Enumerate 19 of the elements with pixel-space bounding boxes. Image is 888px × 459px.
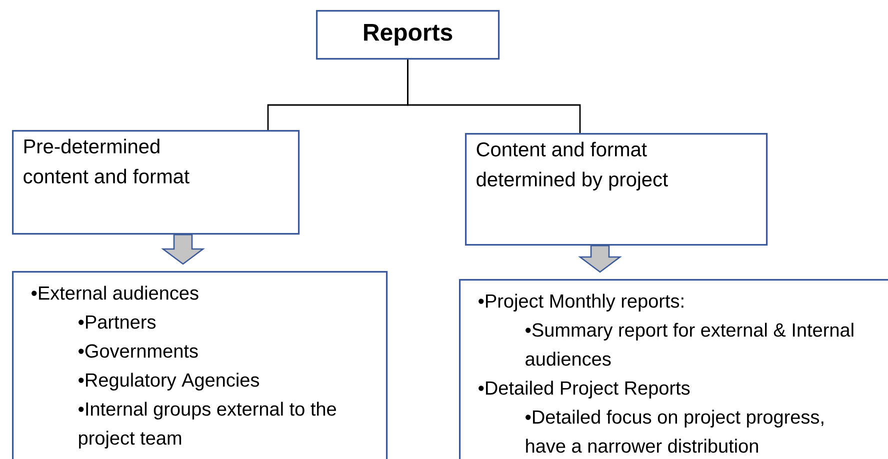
list-item: •Governments (78, 344, 198, 358)
category-box (465, 133, 768, 246)
list-item: •Detailed Project Reports (478, 380, 690, 398)
list-item: •Partners (78, 316, 156, 329)
title-box: Reports (316, 10, 500, 60)
list-item: •Regulatory Agencies (78, 372, 260, 390)
list-item: •Summary report for external & Internal audiences (526, 322, 854, 366)
list-item: •Internal groups external to the project team (78, 402, 336, 448)
category-label: Content and format determined by project (476, 142, 668, 190)
block-arrow (578, 244, 622, 273)
list-box (459, 279, 888, 459)
list-box (12, 271, 388, 459)
block-arrow (161, 234, 205, 265)
list-item: •External audiences (32, 286, 198, 300)
list-item: •Project Monthly reports: (478, 294, 684, 312)
connector-line (407, 60, 581, 133)
list-item: •Detailed focus on project progress, have a narrower distribution (526, 410, 824, 453)
category-box (12, 130, 300, 235)
category-label: Pre-determined content and format (24, 138, 190, 184)
